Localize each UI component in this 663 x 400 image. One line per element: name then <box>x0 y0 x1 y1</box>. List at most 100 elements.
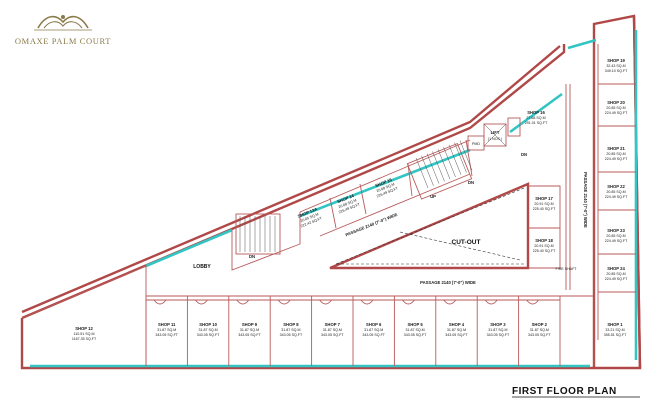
shop-area-sqm: 20.85 SQ.M <box>606 234 625 238</box>
shop-name: SHOP 22 <box>607 184 625 189</box>
shop-area-sqft: 349.10 SQ.FT <box>605 69 628 73</box>
shop-area-sqft: 343.05 SQ.FT <box>238 333 261 337</box>
shop-area-sqm: 33.21 SQ.M <box>605 328 624 332</box>
shop-name: SHOP 5 <box>407 322 423 327</box>
shop-name: SHOP 18 <box>535 238 553 243</box>
shop-name: SHOP 17 <box>535 196 553 201</box>
shop-area-sqm: 31.87 SQ.M <box>488 328 507 332</box>
shop-area-sqft: 224.49 SQ.FT <box>605 195 628 199</box>
shop-name: SHOP 14 <box>336 193 355 204</box>
shop-name: SHOP 15 <box>374 177 393 188</box>
shop-area-sqm: 20.91 SQ.M <box>534 244 553 248</box>
shop-area-sqm: 20.85 SQ.M <box>606 190 625 194</box>
shop-name: SHOP 21 <box>607 146 625 151</box>
dn-label-3: DN <box>521 152 527 157</box>
shop-name: SHOP 2 <box>532 322 548 327</box>
shop-area-sqm: 20.85 SQ.M <box>606 272 625 276</box>
shop-area-sqft: 343.05 SQ.FT <box>280 333 303 337</box>
shop-area-sqft: 355.51 SQ.FT <box>604 333 627 337</box>
shop-name: SHOP 24 <box>607 266 625 271</box>
shop-area-sqft: 1167.35 SQ.FT <box>72 337 97 341</box>
shop-area-sqm: 31.87 SQ.M <box>447 328 466 332</box>
shop-area-sqm: 20.85 SQ.M <box>606 152 625 156</box>
shop-area-sqft: 343.05 SQ.FT <box>155 333 178 337</box>
shop-area-sqm: 27.68 SQ.M <box>526 116 545 120</box>
shop-name: SHOP 20 <box>607 100 625 105</box>
cutout-label: CUT-OUT <box>452 239 481 246</box>
shop-area-sqft: 343.05 SQ.FT <box>445 333 468 337</box>
shop-area-sqft: 343.05 SQ.FT <box>321 333 344 337</box>
up-label: UP <box>430 194 436 199</box>
shop-name: SHOP 9 <box>242 322 258 327</box>
passage-horizontal-label: PASSAGE 2140 (7'-0") WIDE <box>420 280 476 285</box>
shop-area-sqm: 20.85 SQ.M <box>606 106 625 110</box>
shop-area-sqm: 20.65 SQ.M <box>300 212 319 223</box>
shop-area-sqm: 110.51 SQ.M <box>74 332 95 336</box>
shop-area-sqft: 291.01 SQ.FT <box>525 121 548 125</box>
shop-name: SHOP 23 <box>607 228 625 233</box>
shop-name: SHOP 12 <box>75 326 93 331</box>
shop-name: SHOP 6 <box>366 322 382 327</box>
shop-area-sqft: 225.40 SQ.FT <box>533 249 556 253</box>
shop-area-sqm: 20.68 SQ.M <box>338 198 357 209</box>
shop-name: SHOP 8 <box>283 322 299 327</box>
shop-area-sqft: 224.49 SQ.FT <box>605 239 628 243</box>
shop-name: SHOP 11 <box>158 322 176 327</box>
brand-name: OMAXE PALM COURT <box>15 36 111 46</box>
stair-right <box>406 140 473 200</box>
lobby-label: LOBBY <box>193 264 211 270</box>
brand-logo: OMAXE PALM COURT <box>8 8 118 52</box>
shop-name: SHOP 10 <box>199 322 217 327</box>
shop-area-sqm: 31.87 SQ.M <box>240 328 259 332</box>
passage-vertical-label: PASSAGE 2140 (7'-0") WIDE <box>583 172 588 228</box>
shop-area-sqft: 224.49 SQ.FT <box>605 277 628 281</box>
glass-facade <box>30 30 638 368</box>
stair-left <box>235 213 281 255</box>
shop-area-sqm: 32.43 SQ.M <box>606 64 625 68</box>
lift-sub-label: (1 NOS.) <box>488 137 502 141</box>
shop-area-sqm: 31.87 SQ.M <box>364 328 383 332</box>
shop-area-sqft: 343.05 SQ.FT <box>404 333 427 337</box>
lift-box <box>483 123 507 147</box>
shop-name: SHOP 1 <box>607 322 623 327</box>
shop-name: SHOP 4 <box>449 322 465 327</box>
building-outline <box>20 14 642 370</box>
pmd-box <box>467 135 485 151</box>
shop-area-sqft: 343.05 SQ.FT <box>528 333 551 337</box>
dn-label-1: DN <box>468 180 474 185</box>
shop-area-sqm: 20.91 SQ.M <box>534 202 553 206</box>
shop-area-sqft: 343.05 SQ.FT <box>487 333 510 337</box>
shop-area-sqm: 31.87 SQ.M <box>530 328 549 332</box>
shop-area-sqm: 31.87 SQ.M <box>323 328 342 332</box>
shop-area-sqft: 343.05 SQ.FT <box>197 333 220 337</box>
shop-area-sqft: 225.40 SQ.FT <box>533 207 556 211</box>
pmd-label: PMD <box>472 142 480 146</box>
shop-area-sqm: 20.68 SQ.M <box>376 182 395 193</box>
lift-label: LIFT <box>491 130 500 135</box>
fire-shaft-label: FIRE SHAFT <box>556 267 578 271</box>
shop-area-sqft: 343.05 SQ.FT <box>362 333 385 337</box>
shop-name: SHOP 19 <box>607 58 625 63</box>
shop-area-sqft: 224.49 SQ.FT <box>605 111 628 115</box>
shop-area-sqft: 224.49 SQ.FT <box>605 157 628 161</box>
